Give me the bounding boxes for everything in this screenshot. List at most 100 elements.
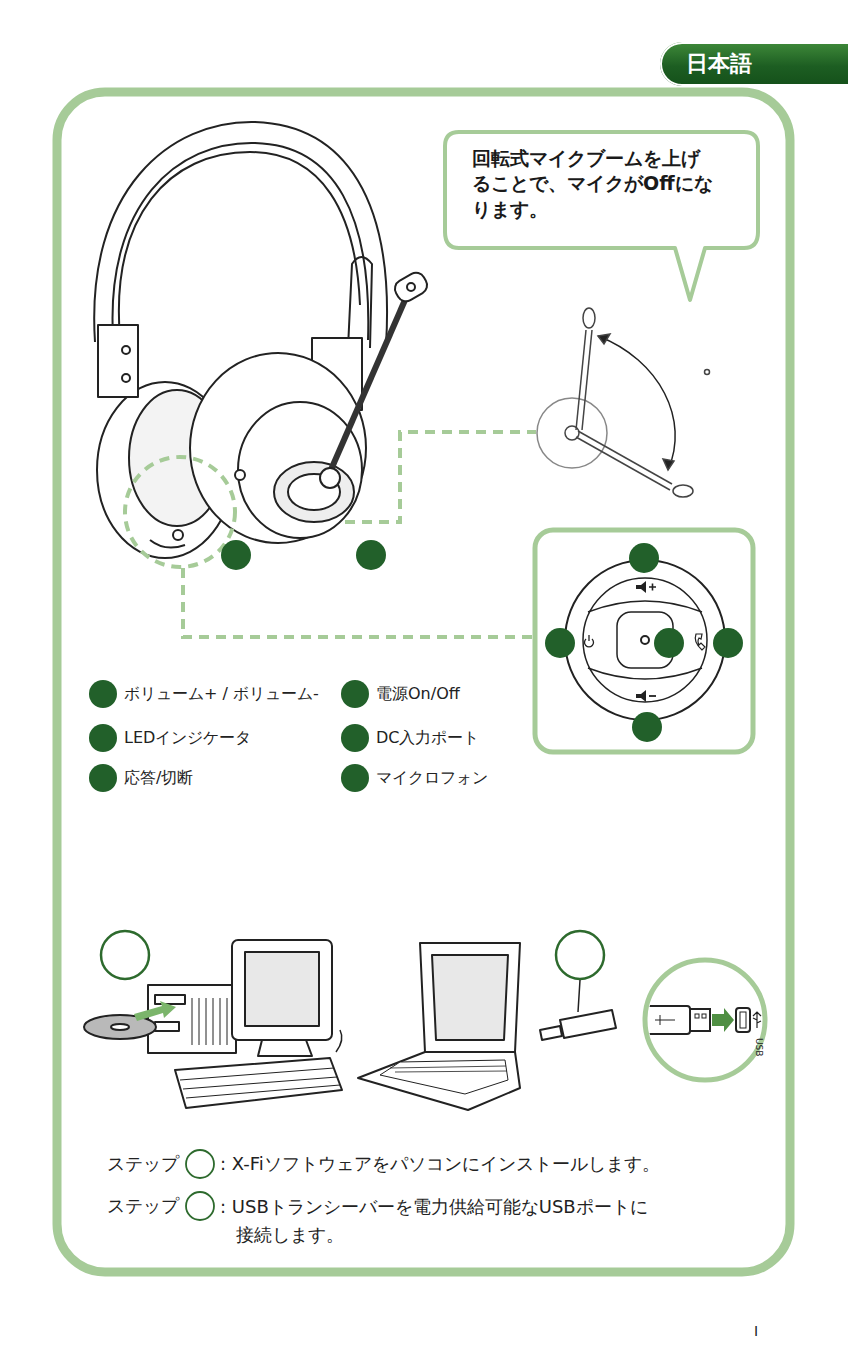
desktop-pc-drawing: [232, 940, 332, 1040]
headset-drawing: [98, 325, 138, 397]
headset-drawing: [320, 468, 340, 488]
usb-zoom: [712, 1008, 734, 1032]
step-text: : X-Fiソフトウェアをパソコンにインストールします。: [220, 1151, 660, 1177]
control-panel: [588, 668, 702, 679]
language-tab: 日本語: [660, 42, 850, 86]
control-panel: [535, 530, 753, 752]
headset-drawing: [150, 540, 185, 548]
control-panel: [535, 530, 753, 752]
callout-dot: [221, 540, 743, 742]
desktop-pc-drawing: [180, 1068, 340, 1098]
control-panel: [565, 560, 725, 720]
bubble-text-holder: 回転式マイクブームを上げることで、マイクがOffになります。: [443, 130, 760, 222]
tab-text: 日本語: [660, 42, 850, 86]
laptop-drawing: [390, 1066, 507, 1072]
usb-zoom: [695, 1014, 699, 1018]
headset-drawing: [113, 143, 369, 340]
usb-zoom: [640, 1006, 750, 1034]
bubble-text: 回転式マイクブームを上げることで、マイクがOffになります。: [472, 146, 714, 222]
headset-drawing: [94, 122, 430, 558]
mic-rotation-detail: [537, 308, 710, 497]
speech-bubble: 回転式マイクブームを上げることで、マイクがOffになります。: [443, 130, 760, 302]
headset-drawing: [122, 374, 130, 382]
legend-text: 電源On/Off: [376, 680, 460, 708]
control-panel: [649, 584, 656, 591]
step-marker: [101, 931, 604, 1220]
legend-text: LEDインジケータ: [124, 724, 251, 752]
dashed-leader: [183, 568, 536, 637]
desktop-pc-drawing: [155, 995, 185, 1004]
mic-rotation-detail: [598, 334, 610, 344]
mic-rotation-detail: [576, 330, 586, 430]
mic-rotation-detail: [583, 308, 595, 328]
desktop-pc-drawing: [148, 985, 236, 1053]
laptop-drawing: [432, 955, 508, 1040]
headset-drawing: [235, 470, 245, 480]
legend-swatch: [341, 680, 369, 708]
legend-swatch: [341, 724, 369, 752]
mic-rotation-detail: [537, 398, 607, 468]
laptop-drawing: [578, 980, 580, 1012]
usb-zoom: [640, 1006, 690, 1034]
control-panel: [636, 581, 646, 593]
desktop-pc-drawing: [84, 940, 342, 1108]
control-panel: [583, 578, 707, 702]
desktop-pc-drawing: [258, 1040, 312, 1056]
headset-drawing: [119, 152, 360, 338]
mic-rotation-detail: [582, 330, 592, 430]
step-marker: [556, 931, 604, 979]
usb-zoom: [753, 1012, 761, 1028]
headset-drawing: [173, 530, 183, 540]
legend-text: マイクロフォン: [376, 764, 488, 792]
dashed-leader: [125, 432, 536, 637]
callout-dot: [545, 628, 575, 658]
callout-dot: [632, 712, 662, 742]
mic-rotation-detail: [578, 431, 672, 484]
step-marker: [186, 1150, 214, 1178]
usb-zoom: [640, 960, 765, 1080]
legend-swatch: [89, 724, 117, 752]
callout-dot: [629, 543, 659, 573]
desktop-pc-drawing: [245, 952, 319, 1026]
headset-drawing: [94, 122, 387, 345]
desktop-pc-drawing: [192, 998, 227, 1045]
desktop-pc-drawing: [155, 1022, 179, 1031]
desktop-pc-drawing: [84, 1015, 156, 1039]
laptop-drawing: [560, 1010, 616, 1038]
step-word: ステップ: [107, 1193, 179, 1219]
control-panel: [585, 635, 594, 647]
callout-dot: [713, 628, 743, 658]
laptop-drawing: [420, 943, 520, 1052]
usb-zoom: [702, 1014, 706, 1018]
legend-text: 応答/切断: [124, 764, 193, 792]
desktop-pc-drawing: [175, 1058, 342, 1108]
laptop-drawing: [358, 1052, 520, 1110]
usb-zoom: [690, 1009, 710, 1031]
step-word: ステップ: [107, 1151, 179, 1177]
legend-text: DC入力ポート: [376, 724, 480, 752]
control-panel: [588, 601, 702, 612]
desktop-pc-drawing: [336, 1030, 342, 1052]
legend-swatch: [89, 680, 117, 708]
mic-rotation-detail: [673, 485, 693, 497]
step-marker: [101, 931, 149, 979]
control-panel: [695, 634, 705, 650]
control-panel: [641, 636, 649, 644]
desktop-pc-drawing: [111, 1024, 129, 1030]
laptop-drawing: [540, 1026, 562, 1040]
legend-swatch: [341, 764, 369, 792]
usb-zoom: [655, 1015, 675, 1025]
page-frame: [57, 92, 790, 1272]
headset-drawing: [330, 300, 405, 472]
headset-drawing: [392, 269, 431, 304]
dashed-leader: [345, 432, 536, 522]
usb-zoom: [736, 1008, 750, 1032]
mic-rotation-detail: [576, 437, 670, 490]
legend-text: ボリューム+ / ボリューム-: [124, 680, 319, 708]
callout-dot: [221, 540, 251, 570]
port-label: USB: [754, 1038, 764, 1056]
legend-swatch: [89, 764, 117, 792]
callout-dot: [654, 628, 684, 658]
mic-rotation-detail: [598, 336, 675, 470]
